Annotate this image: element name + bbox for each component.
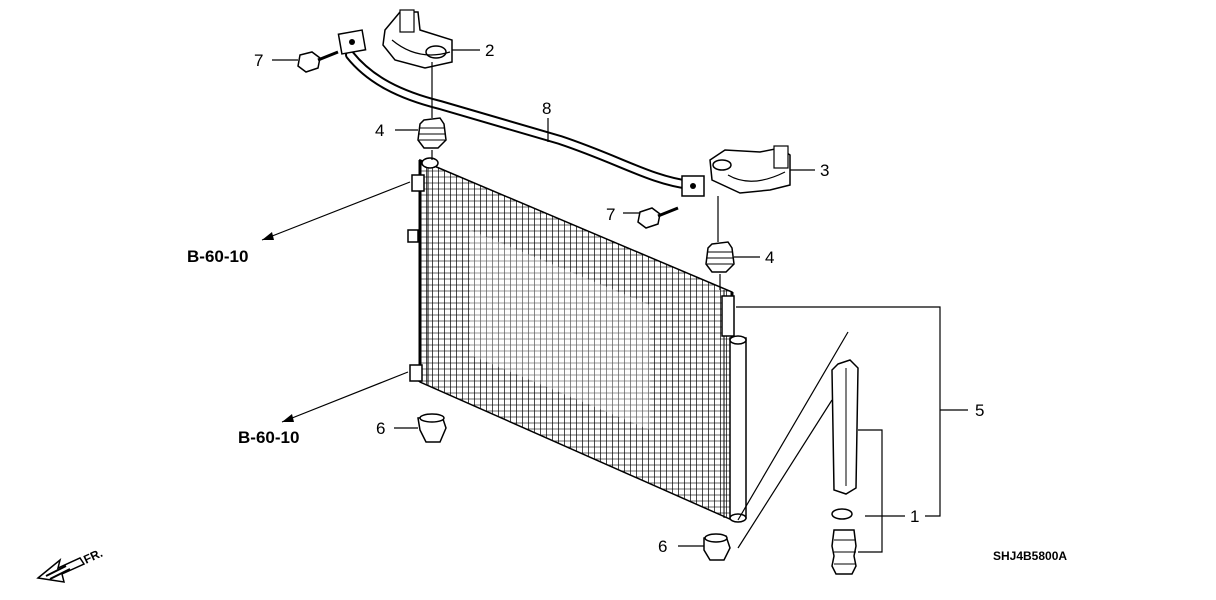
- callout-7-lower: 7: [606, 205, 615, 224]
- callout-3: 3: [820, 161, 829, 180]
- lower-cushion-right: [703, 533, 731, 561]
- reference-label-upper: B-60-10: [187, 247, 248, 266]
- callout-1: 1: [910, 507, 919, 526]
- bracket-left: [382, 9, 453, 69]
- cushion-lower: [705, 241, 735, 273]
- filter-kit: [831, 359, 859, 575]
- callout-6-right: 6: [658, 537, 667, 556]
- callout-4-lower: 4: [765, 248, 774, 267]
- left-mount-bosses: [407, 157, 439, 382]
- upper-support-bar: [337, 29, 705, 197]
- callout-5: 5: [975, 401, 984, 420]
- condenser-core: [418, 158, 734, 522]
- reference-label-lower: B-60-10: [238, 428, 299, 447]
- bracket-right: [709, 145, 791, 194]
- callout-2: 2: [485, 41, 494, 60]
- callout-4-upper: 4: [375, 121, 384, 140]
- callout-6-left: 6: [376, 419, 385, 438]
- cushion-upper: [417, 117, 447, 149]
- leader-lines: [261, 49, 968, 553]
- lower-cushion-left: [417, 413, 447, 443]
- drawing-code: SHJ4B5800A: [993, 549, 1067, 563]
- bolt-lower: [637, 206, 679, 229]
- callout-8: 8: [542, 99, 551, 118]
- callout-7-upper: 7: [254, 51, 263, 70]
- ref-arrow-upper: [262, 232, 274, 240]
- receiver-drier: [721, 295, 747, 523]
- ref-arrow-lower: [282, 414, 294, 422]
- front-direction-label: FR.: [81, 546, 104, 567]
- front-direction-arrow-icon: [36, 557, 86, 583]
- bolt-upper: [297, 50, 339, 73]
